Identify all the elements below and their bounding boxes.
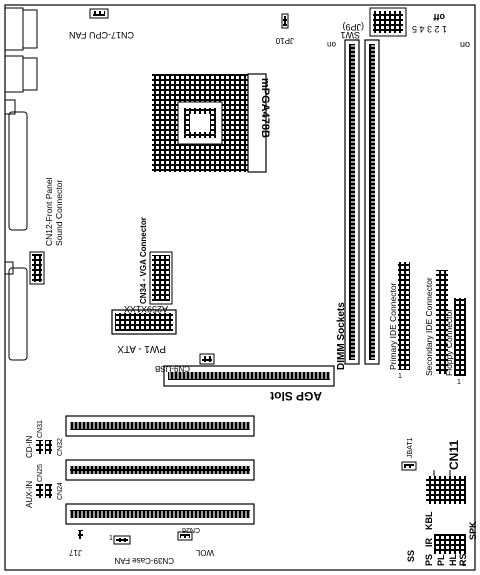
atx-power-connector (111, 309, 177, 335)
cn24-label: CN24 (57, 482, 64, 500)
vga-connector (149, 251, 173, 305)
floppy-connector (454, 298, 466, 376)
aux-in-label: AUX-IN (25, 481, 34, 508)
cpu-fan-header (89, 8, 109, 19)
cn25-label: CN25 (37, 464, 44, 482)
sw1-numbers: 1 2 3 4 5 (412, 24, 447, 34)
sw1-dip-switch (369, 7, 407, 37)
jbat1-label: JBAT1 (407, 437, 414, 458)
sound-label-line1: CN12-Front Panel (44, 177, 54, 246)
cd-in-headers (36, 440, 52, 454)
dimm-socket-2 (364, 39, 380, 365)
pci-slot-3 (65, 503, 255, 525)
jp10-label: JP10 (275, 36, 294, 45)
wol-header (177, 531, 193, 541)
ps-label: PS (424, 554, 434, 566)
usb-label: CN9-USB (155, 364, 190, 373)
j17-header (78, 530, 83, 539)
jbat1-jumper (401, 461, 417, 471)
sw1-label: SW1 (340, 30, 360, 40)
cn11-one: 1 (462, 561, 466, 568)
primary-ide-connector (398, 262, 410, 370)
case-fan-label: CN39-Case FAN (114, 556, 174, 565)
sw1-on-bottom-label: on (327, 40, 336, 49)
sound-label-line2: Sound Connector (54, 180, 64, 246)
kbl-label: KBL (424, 511, 434, 530)
secondary-ide-connector (436, 270, 448, 374)
j17-label: J17 (69, 548, 82, 557)
dimm-socket-1 (344, 39, 360, 365)
hl-label: HL (448, 554, 458, 566)
agp-slot (163, 365, 335, 387)
front-panel-sound-header (29, 251, 45, 285)
cn26-label: CN26 (182, 526, 200, 533)
floppy-one: 1 (457, 379, 461, 386)
cpu-fan-label: CN17-CPU FAN (69, 30, 134, 40)
cn11-front-panel-header (426, 470, 466, 554)
primary-ide-one: 1 (398, 373, 402, 380)
vga-label: CN34 - VGA Connector (139, 217, 148, 304)
ss-label: SS (406, 550, 416, 562)
aux-in-headers (36, 484, 52, 498)
spk-label: SPK (468, 521, 478, 540)
atx-part-label: A259X1XX (124, 304, 168, 314)
cd-in-label: CD-IN (25, 436, 34, 458)
back-panel-connectors (4, 7, 38, 361)
primary-ide-label: Primary IDE Connector (388, 282, 398, 370)
pci-slot-2 (65, 459, 255, 481)
pci-slot-1 (65, 415, 255, 437)
cpu-socket (152, 73, 267, 173)
wol-label: WOL (195, 548, 214, 557)
sw1-sub-label: (JP9) (342, 22, 364, 32)
socket-label: mPGA478B (259, 78, 271, 138)
agp-label: AGP Slot (270, 389, 322, 403)
ir-label: IR (424, 537, 434, 547)
cn32-label: CN32 (57, 438, 64, 456)
dimm-label: DIMM Sockets (336, 302, 347, 370)
case-fan-one: 1 (109, 535, 113, 542)
rs-label: RS (458, 553, 468, 566)
usb-header (199, 353, 215, 365)
sw1-off-label: off (433, 12, 445, 22)
cn11-label: CN11 (447, 440, 461, 470)
secondary-ide-label: Secondary IDE Connector (424, 277, 434, 376)
sw1-on-label: on (460, 40, 470, 50)
board-outline (4, 4, 476, 571)
case-fan-header (113, 535, 131, 545)
floppy-label: Floppy Connector (444, 309, 454, 376)
pl-label: PL (436, 554, 446, 566)
cn31-label: CN31 (37, 420, 44, 438)
atx-name-label: PW1 - ATX (117, 343, 166, 354)
jp10-jumper (281, 13, 289, 29)
